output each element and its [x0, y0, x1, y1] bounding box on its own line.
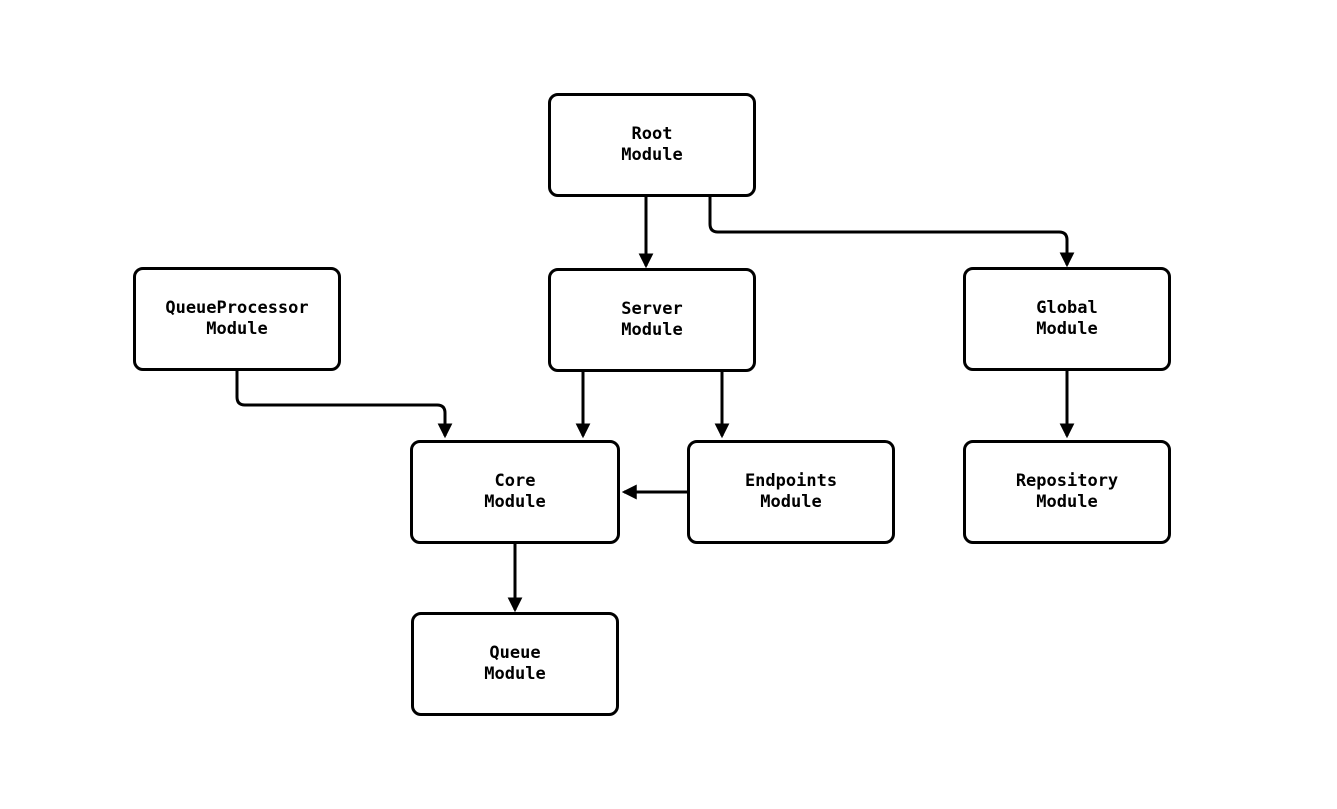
node-label: Repository [1015, 471, 1119, 491]
node-label: Server [621, 299, 683, 319]
node-label: Module [484, 664, 546, 684]
node-label: Module [484, 492, 546, 512]
node-label: QueueProcessor [165, 298, 309, 318]
node-server-module: Server Module [548, 268, 756, 372]
node-root-module: Root Module [548, 93, 756, 197]
node-label: Endpoints [744, 471, 838, 491]
node-label: Root [631, 124, 673, 144]
node-queue-module: Queue Module [411, 612, 619, 716]
node-core-module: Core Module [410, 440, 620, 544]
node-label: Module [621, 145, 683, 165]
edge-root-to-global [708, 197, 1075, 268]
node-label: Module [1036, 319, 1098, 339]
node-label: Module [760, 492, 822, 512]
node-label: Module [1036, 492, 1098, 512]
node-label: Global [1036, 298, 1098, 318]
node-label: Module [206, 319, 268, 339]
node-label: Core [494, 471, 536, 491]
node-global-module: Global Module [963, 267, 1171, 371]
edge-queue-processor-to-core [235, 371, 453, 439]
node-label: Queue [489, 643, 541, 663]
node-queueprocessor-module: QueueProcessor Module [133, 267, 341, 371]
node-label: Module [621, 320, 683, 340]
node-repository-module: Repository Module [963, 440, 1171, 544]
node-endpoints-module: Endpoints Module [687, 440, 895, 544]
